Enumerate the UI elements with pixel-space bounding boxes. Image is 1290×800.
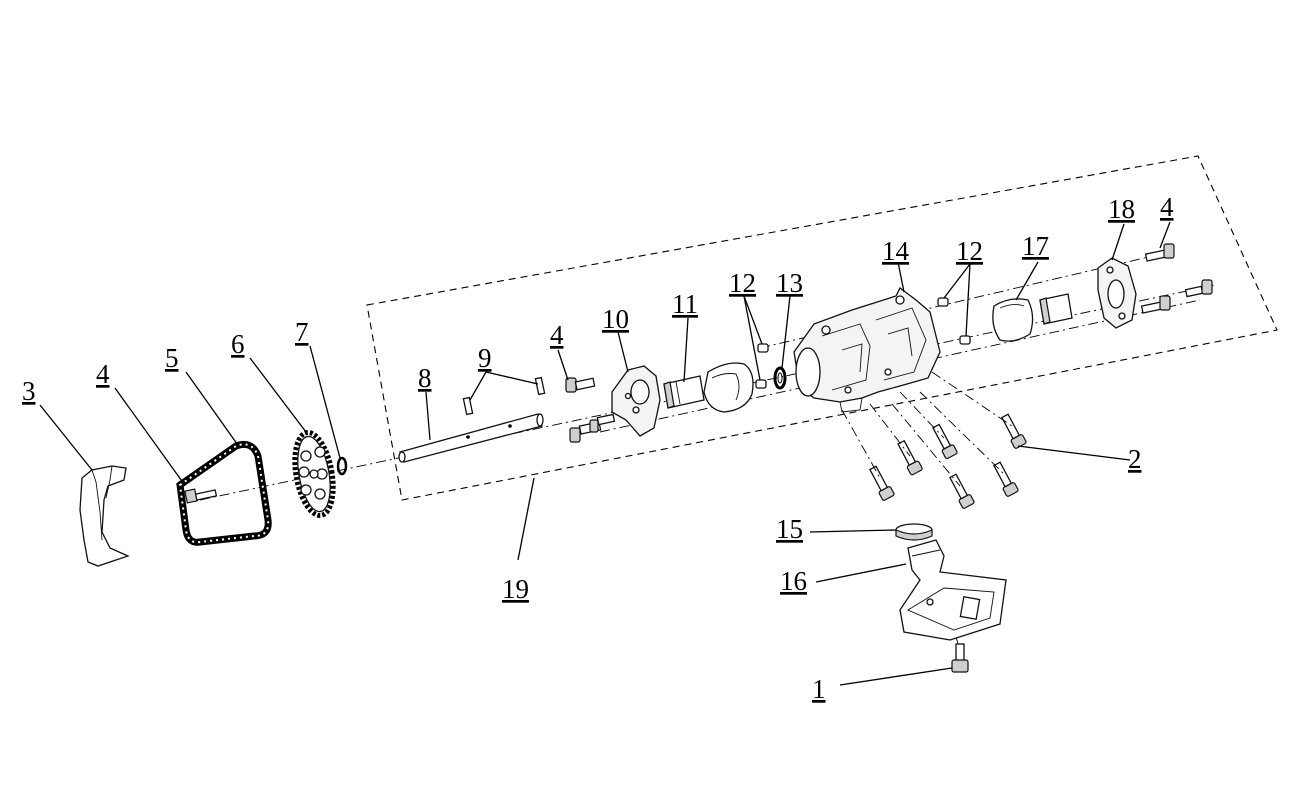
part-pump-plate — [611, 365, 661, 437]
callout-19: 19 — [502, 574, 529, 604]
callout-16: 16 — [780, 566, 807, 596]
callout-2: 2 — [1128, 444, 1142, 474]
callout-9: 9 — [478, 343, 492, 373]
part-bolts-right — [1140, 243, 1213, 314]
part-dowel-1 — [757, 343, 769, 353]
part-bolt-bottom — [951, 643, 969, 673]
part-dowel-3 — [937, 297, 949, 307]
part-bolts-lower — [869, 413, 1027, 509]
callout-12-left: 12 — [729, 268, 756, 298]
part-washer — [336, 456, 348, 476]
callout-12-right: 12 — [956, 236, 983, 266]
part-bolt-left — [184, 488, 218, 504]
callout-4-left: 4 — [96, 359, 110, 389]
callout-17: 17 — [1022, 231, 1049, 261]
part-housing — [793, 287, 941, 413]
part-sprocket — [292, 430, 336, 518]
part-strainer — [899, 539, 1007, 641]
callout-8: 8 — [418, 363, 432, 393]
callout-15: 15 — [776, 514, 803, 544]
part-spring — [773, 366, 787, 390]
part-dowel-4 — [959, 335, 971, 345]
callout-10: 10 — [602, 304, 629, 334]
callout-13: 13 — [776, 268, 803, 298]
part-end-cover — [1097, 257, 1137, 329]
callout-1: 1 — [812, 674, 826, 704]
part-chain — [176, 440, 272, 546]
part-pin-2 — [534, 376, 546, 396]
callout-4-mid: 4 — [550, 320, 564, 350]
callout-4-right: 4 — [1160, 192, 1174, 222]
callout-3: 3 — [22, 376, 36, 406]
part-rotor — [663, 375, 705, 409]
callout-numbers: 3 4 5 6 7 8 9 4 10 11 12 13 14 12 17 18 … — [22, 192, 1174, 704]
callout-6: 6 — [231, 329, 245, 359]
leader-lines — [39, 221, 1171, 686]
callout-5: 5 — [165, 343, 179, 373]
callout-14: 14 — [882, 236, 910, 266]
part-seal-ring — [895, 523, 933, 541]
callout-11: 11 — [672, 289, 698, 319]
part-rotor-right — [992, 293, 1073, 342]
part-bracket — [79, 465, 130, 567]
assembly-boundary — [366, 155, 1278, 501]
part-pin-1 — [462, 396, 474, 416]
part-outer-rotor — [703, 362, 754, 413]
callout-18: 18 — [1108, 194, 1135, 224]
part-shaft — [398, 413, 544, 463]
part-bolt-mid — [565, 377, 616, 443]
callout-7: 7 — [295, 317, 309, 347]
part-dowel-2 — [755, 379, 767, 389]
